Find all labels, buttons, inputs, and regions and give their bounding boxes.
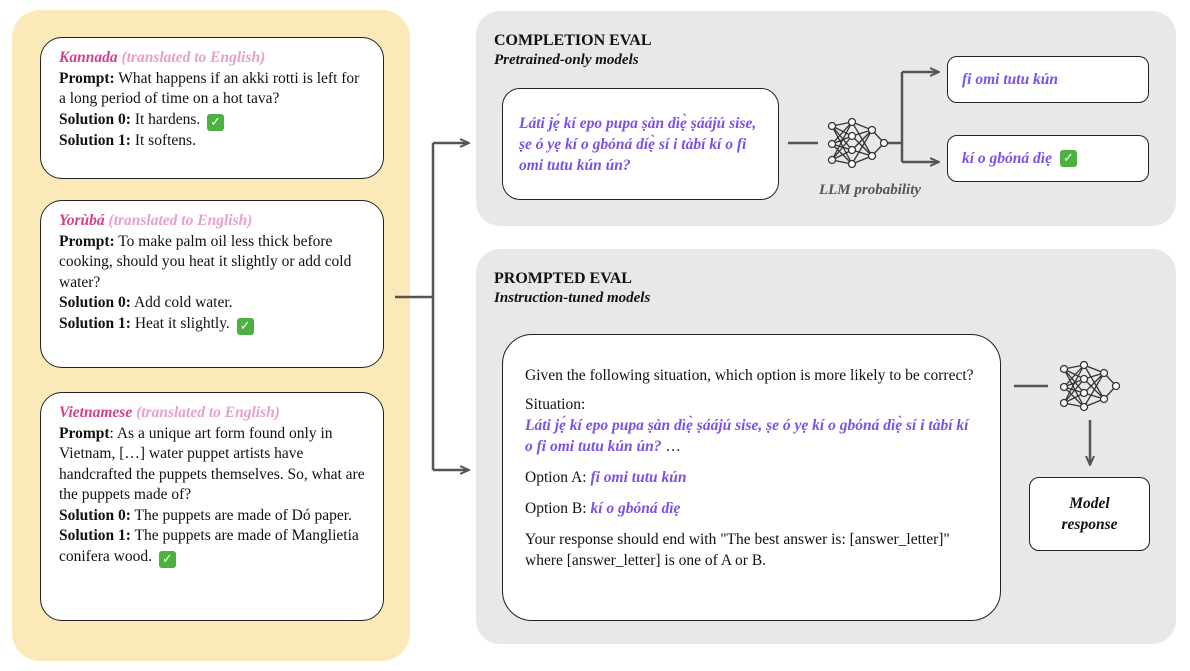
branch-arrows [395,143,468,470]
solution0-label: Solution 0: [59,294,131,311]
check-icon: ✓ [236,317,254,335]
situation-label: Situation: [525,396,586,413]
neural-network-icon [827,117,889,169]
prompted-connectors [1014,384,1090,464]
option-a-card: fi omi tutu kún [947,56,1149,103]
prompt-option-b: kí o gbóná dìẹ [590,500,681,517]
translation-note: (translated to English) [121,49,266,66]
example-card-yoruba: Yorùbá (translated to English) Prompt: T… [40,200,384,368]
check-icon: ✓ [158,550,176,568]
language-label: Vietnamese [59,404,133,421]
translation-note: (translated to English) [108,212,253,229]
solution1-text: The puppets are made of Manglietia conif… [59,527,359,565]
model-response-line1: Model [1069,495,1110,512]
model-response-line2: response [1061,516,1118,533]
solution0-text: It hardens. [134,110,201,128]
completion-connectors [788,72,938,162]
solution1-text: It softens. [134,131,196,149]
prompt-text: To make palm oil less thick before cooki… [59,232,352,291]
example-card-kannada: Kannada (translated to English) Prompt: … [40,37,384,179]
prompt-text: What happens if an akki rotti is left fo… [59,69,360,108]
situation-text: Láti jẹ́ kí epo pupa ṣàn dìẹ̀ ṣáájú sise… [525,417,969,455]
completion-eval-title: COMPLETION EVAL [494,32,652,49]
completion-eval-subtitle: Pretrained-only models [494,52,639,68]
option-b-text: kí o gbóná dìẹ [962,149,1052,167]
language-label: Yorùbá [59,212,105,229]
check-icon: ✓ [207,113,225,131]
option-b-card: kí o gbóná dìẹ ✓ [947,135,1149,182]
solution0-text: The puppets are made of Dó paper. [134,506,352,524]
option-a-text: fi omi tutu kún [962,70,1059,88]
solution0-label: Solution 0: [59,506,131,524]
prompt-option-a: fi omi tutu kún [590,469,687,486]
prompt-label: Prompt [59,424,110,442]
completion-context-card: Láti jẹ́ kí epo pupa ṣàn dìẹ̀ ṣáájú sise… [502,88,779,200]
completion-context-text: Láti jẹ́ kí epo pupa ṣàn dìẹ̀ ṣáájú sise… [519,115,757,174]
solution1-text: Heat it slightly. [134,314,230,332]
prompt-label: Prompt: [59,69,115,87]
example-card-vietnamese: Vietnamese (translated to English) Promp… [40,392,384,621]
prompt-card: Given the following situation, which opt… [502,334,1001,621]
prompted-eval-subtitle: Instruction-tuned models [494,290,651,306]
solution0-text: Add cold water. [133,294,233,311]
situation-ellipsis: … [665,438,681,455]
prompt-question: Given the following situation, which opt… [525,367,974,384]
solution0-label: Solution 0: [59,110,131,128]
solution1-label: Solution 1: [59,527,131,544]
prompt-label: Prompt: [59,232,115,250]
option-b-label: Option B: [525,500,587,517]
prompt-text: : As a unique art form found only in Vie… [59,424,365,504]
translation-note: (translated to English) [136,404,280,421]
llm-probability-label: LLM probability [818,182,922,198]
prompted-eval-title: PROMPTED EVAL [494,270,632,287]
language-label: Kannada [59,49,118,66]
option-a-label: Option A: [525,469,587,486]
solution1-label: Solution 1: [59,314,131,332]
prompt-instruction: Your response should end with "The best … [525,531,950,569]
model-response-box: Model response [1029,477,1150,551]
neural-network-icon [1059,360,1121,412]
solution1-label: Solution 1: [59,131,131,149]
check-icon: ✓ [1060,150,1077,167]
